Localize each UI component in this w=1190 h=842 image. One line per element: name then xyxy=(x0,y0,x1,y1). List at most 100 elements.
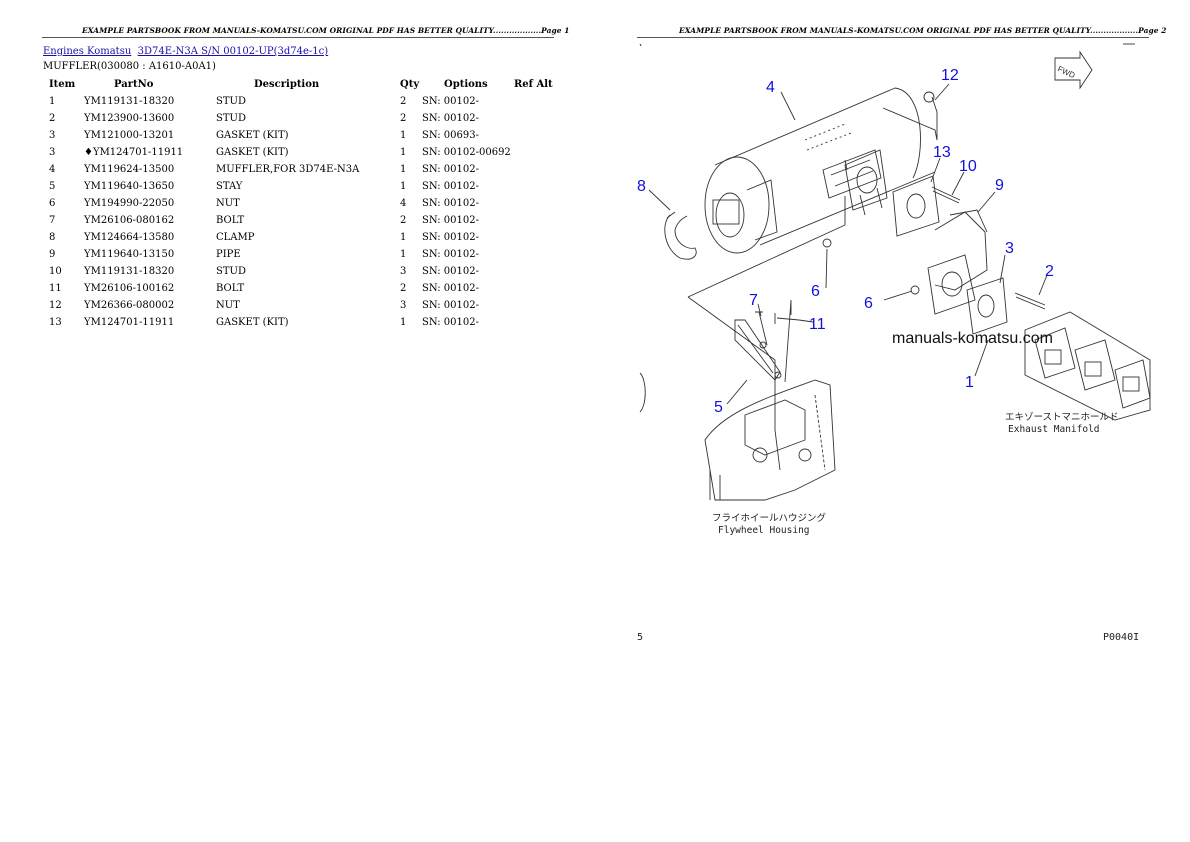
cell-item: 8 xyxy=(49,232,56,243)
cell-description: BOLT xyxy=(216,283,245,294)
cell-qty: 4 xyxy=(400,198,407,209)
col-refalt: Ref Alt xyxy=(514,79,553,90)
cell-partno: YM119640-13150 xyxy=(84,249,175,260)
stud-2-drawing xyxy=(1014,292,1046,310)
cell-options: SN: 00102- xyxy=(422,181,479,192)
cell-partno: YM123900-13600 xyxy=(84,113,175,124)
header-divider xyxy=(42,37,554,38)
cell-qty: 2 xyxy=(400,283,407,294)
flywheel-housing-drawing xyxy=(704,379,836,501)
col-partno: PartNo xyxy=(114,79,154,90)
cell-refalt xyxy=(514,297,554,314)
callout-11: 11 xyxy=(809,316,826,333)
header-divider xyxy=(637,37,1149,38)
nut-12-drawing xyxy=(923,91,935,103)
cell-refalt xyxy=(514,263,554,280)
cell-partno: YM194990-22050 xyxy=(84,198,175,209)
cell-item: 6 xyxy=(49,198,56,209)
table-row: 13 YM124701-11911 GASKET (KIT) 1 SN: 00102- xyxy=(43,314,554,331)
cell-refalt xyxy=(514,127,554,144)
table-row: 8 YM124664-13580 CLAMP 1 SN: 00102- xyxy=(43,229,554,246)
breadcrumb: Engines Komatsu 3D74E-N3A S/N 00102-UP(3… xyxy=(43,46,328,57)
callout-2: 2 xyxy=(1045,263,1054,280)
stay-drawing xyxy=(734,319,782,381)
cell-description: GASKET (KIT) xyxy=(216,317,289,328)
callout-7: 7 xyxy=(749,292,758,309)
cell-description: MUFFLER,FOR 3D74E-N3A xyxy=(216,164,360,175)
cell-partno: YM124664-13580 xyxy=(84,232,175,243)
pipe-drawing xyxy=(927,209,988,315)
cell-options: SN: 00102- xyxy=(422,215,479,226)
drawing-code: P0040I xyxy=(1103,632,1140,643)
cell-options: SN: 00102- xyxy=(422,198,479,209)
cell-item: 7 xyxy=(49,215,56,226)
callout-8: 8 xyxy=(637,178,646,195)
col-options: Options xyxy=(444,79,488,90)
cell-partno: YM124701-11911 xyxy=(84,317,175,328)
flywheel-housing-label: Flywheel Housing xyxy=(718,525,810,536)
cell-item: 3 xyxy=(49,130,56,141)
cell-description: GASKET (KIT) xyxy=(216,147,289,158)
cell-partno: YM119131-18320 xyxy=(84,96,175,107)
cell-options: SN: 00102- xyxy=(422,317,479,328)
cell-description: STUD xyxy=(216,113,246,124)
clamp-drawing xyxy=(664,211,697,260)
fwd-label: FWD xyxy=(1056,64,1077,80)
breadcrumb-link-engines[interactable]: Engines Komatsu xyxy=(43,46,132,57)
cell-options: SN: 00102- xyxy=(422,266,479,277)
callout-6-upper: 6 xyxy=(811,283,820,300)
cell-options: SN: 00102-00692 xyxy=(422,147,511,158)
cell-qty: 3 xyxy=(400,300,407,311)
flywheel-housing-label-jp: フライホイールハウジング xyxy=(712,512,827,524)
page-header: EXAMPLE PARTSBOOK FROM MANUALS-KOMATSU.C… xyxy=(82,26,570,35)
cell-refalt xyxy=(514,246,554,263)
cell-qty: 1 xyxy=(400,147,407,158)
cell-qty: 1 xyxy=(400,317,407,328)
col-description: Description xyxy=(254,79,320,90)
cell-partno: YM119640-13650 xyxy=(84,181,175,192)
cell-options: SN: 00693- xyxy=(422,130,479,141)
col-qty: Qty xyxy=(400,79,420,90)
cell-refalt xyxy=(514,314,554,331)
cell-description: STAY xyxy=(216,181,243,192)
callout-3: 3 xyxy=(1005,240,1014,257)
fwd-arrow-icon xyxy=(1054,50,1093,90)
cell-refalt xyxy=(514,144,554,161)
cell-refalt xyxy=(514,178,554,195)
col-item: Item xyxy=(49,79,76,90)
diagram-page: EXAMPLE PARTSBOOK FROM MANUALS-KOMATSU.C… xyxy=(595,0,1190,842)
callout-1: 1 xyxy=(965,374,974,391)
cell-description: CLAMP xyxy=(216,232,255,243)
cell-partno: ♦YM124701-11911 xyxy=(84,147,184,158)
page-number: 5 xyxy=(637,632,644,643)
breadcrumb-link-model[interactable]: 3D74E-N3A S/N 00102-UP(3d74e-1c) xyxy=(137,46,329,57)
cell-qty: 1 xyxy=(400,249,407,260)
cell-qty: 2 xyxy=(400,215,407,226)
cell-refalt xyxy=(514,229,554,246)
cell-item: 11 xyxy=(49,283,62,294)
stud-drawing xyxy=(931,186,961,204)
cell-options: SN: 00102- xyxy=(422,249,479,260)
section-title: MUFFLER(030080 : A1610-A0A1) xyxy=(43,61,216,72)
callout-9: 9 xyxy=(995,177,1004,194)
gasket-3-drawing xyxy=(966,277,1008,335)
cell-item: 12 xyxy=(49,300,62,311)
cell-partno: YM119131-18320 xyxy=(84,266,175,277)
cell-options: SN: 00102- xyxy=(422,232,479,243)
cell-options: SN: 00102- xyxy=(422,300,479,311)
cell-options: SN: 00102- xyxy=(422,113,479,124)
cell-item: 13 xyxy=(49,317,62,328)
cell-qty: 1 xyxy=(400,130,407,141)
cell-item: 5 xyxy=(49,181,56,192)
cell-description: STUD xyxy=(216,96,246,107)
cell-description: BOLT xyxy=(216,215,245,226)
cell-qty: 1 xyxy=(400,232,407,243)
